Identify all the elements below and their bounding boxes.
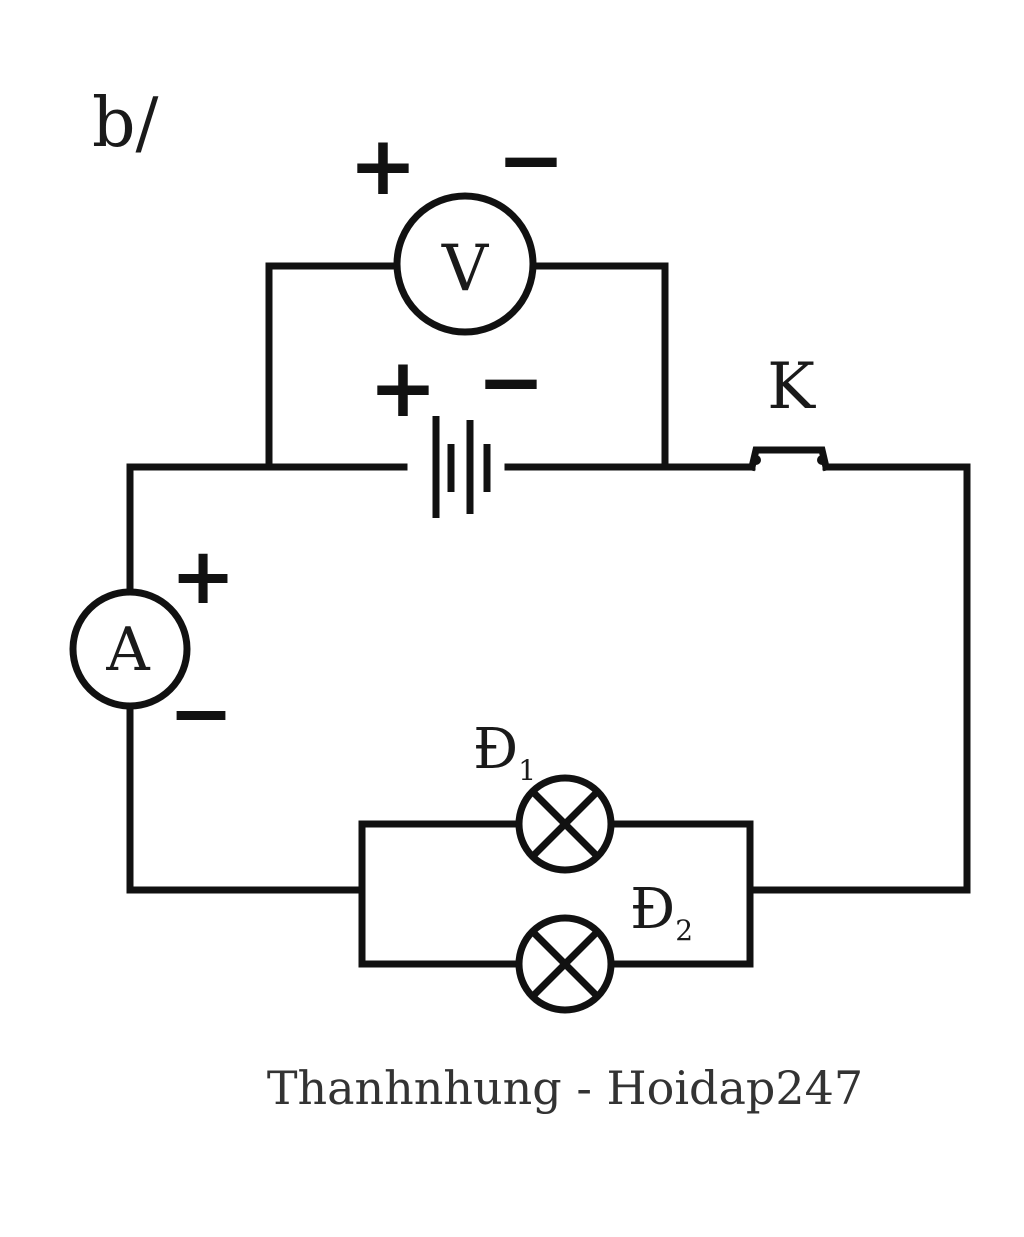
switch-label: K (767, 350, 816, 424)
voltmeter-symbol: V (441, 232, 490, 306)
lamp-block-wires (358, 820, 754, 968)
voltmeter-minus-sign: − (497, 113, 566, 208)
ammeter: A (69, 588, 191, 710)
lamp-1 (515, 774, 615, 874)
ammeter-plus-sign: + (170, 532, 235, 622)
ammeter-symbol: A (105, 615, 150, 685)
battery (432, 416, 491, 518)
battery-minus-sign: − (477, 335, 546, 430)
voltmeter-plus-sign: + (349, 119, 418, 214)
lamp-2 (515, 914, 615, 1014)
voltmeter-branch (265, 262, 669, 471)
lamp-2-label: Đ2 (630, 877, 693, 947)
part-label: b/ (92, 84, 159, 163)
voltmeter: V (393, 192, 537, 336)
battery-plus-sign: + (369, 341, 438, 436)
ammeter-minus-sign: − (168, 669, 233, 759)
credit-text: Thanhnhung - Hoidap247 (267, 1061, 863, 1115)
lamp-1-label: Đ1 (473, 717, 536, 787)
switch (747, 446, 831, 472)
